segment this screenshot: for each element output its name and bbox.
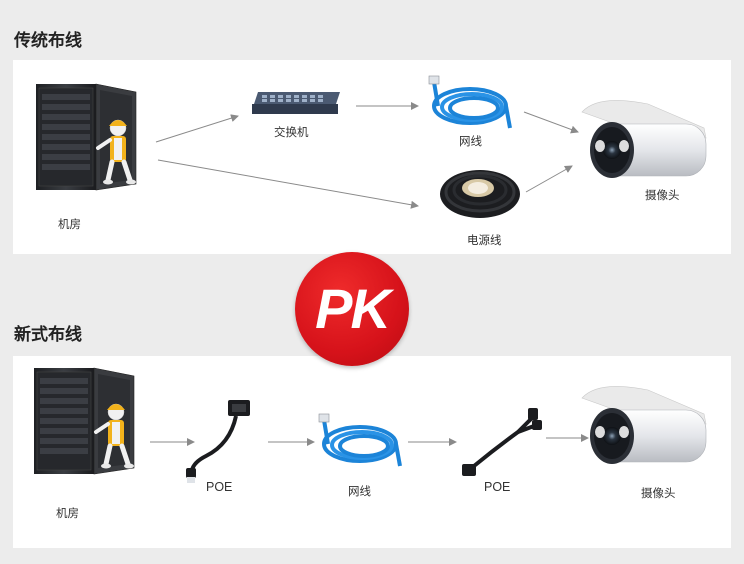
label-server-room: 机房 [58,217,81,231]
power-cable-icon [440,170,520,218]
label-switch: 交换机 [274,125,309,139]
poe-splitter-icon [460,406,544,478]
label-power-cable: 电源线 [467,233,502,247]
camera-icon-2 [581,385,707,465]
traditional-wiring-title: 传统布线 [14,31,82,51]
pk-badge-text: PK [315,277,391,340]
network-cable-icon [427,74,512,130]
label-server-room-2: 机房 [56,506,79,520]
top-connection-arrows [155,102,579,209]
bottom-connection-arrows [150,434,589,446]
pk-badge: PK [295,252,409,366]
label-camera: 摄像头 [645,188,680,202]
label-network-cable-2: 网线 [348,484,371,498]
network-switch-icon [252,92,340,114]
poe-adapter-icon [184,398,252,485]
camera-icon [581,99,707,179]
label-camera-2: 摄像头 [641,486,676,500]
server-room-rack-icon-2 [34,368,134,474]
server-room-rack-icon [36,84,136,190]
network-cable-icon-2 [317,412,402,468]
new-wiring-title: 新式布线 [14,325,82,345]
label-poe-left: POE [206,480,233,494]
label-poe-right: POE [484,480,511,494]
label-network-cable: 网线 [459,134,482,148]
